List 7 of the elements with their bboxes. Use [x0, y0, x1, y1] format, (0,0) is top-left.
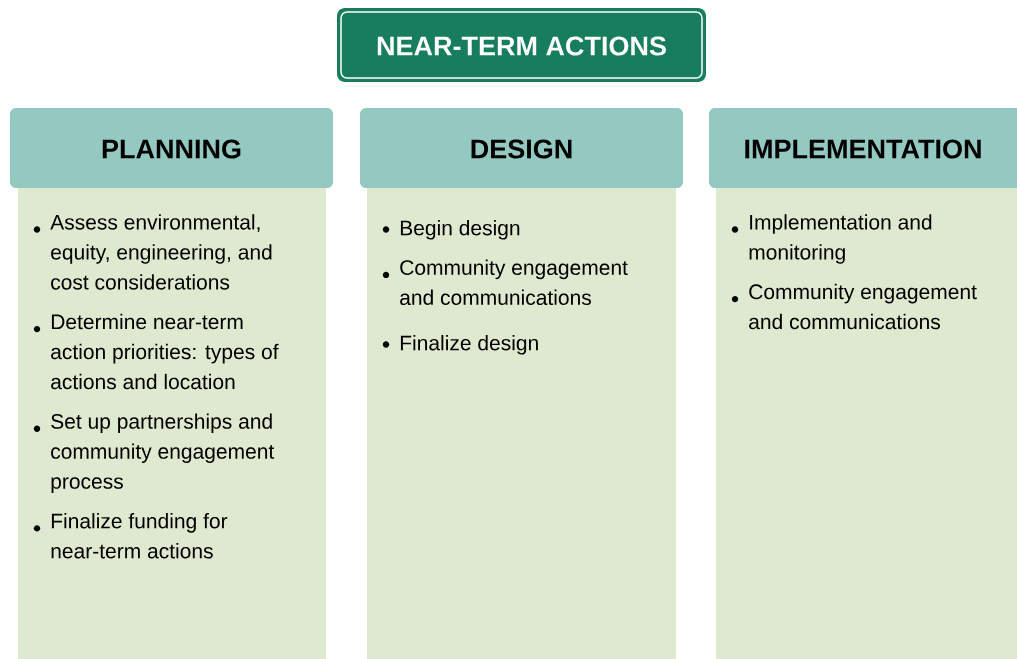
- column-header: DESIGN: [360, 108, 683, 188]
- column-header: IMPLEMENTATION: [709, 108, 1017, 188]
- title-banner: NEAR-TERM ACTIONS: [337, 8, 706, 82]
- column-panel: Assess environmental, equity, engineering, and cost considerations Determine near-term action priorities: types of actions and location Set up partnerships and community engagement process Finalize funding for near-term actions: [18, 188, 326, 659]
- column-header: PLANNING: [10, 108, 333, 188]
- column-panel: Implementation and monitoring Community engagement and communications: [716, 188, 1017, 659]
- column-panel: Begin design Community engagement and communications Finalize design: [367, 188, 676, 659]
